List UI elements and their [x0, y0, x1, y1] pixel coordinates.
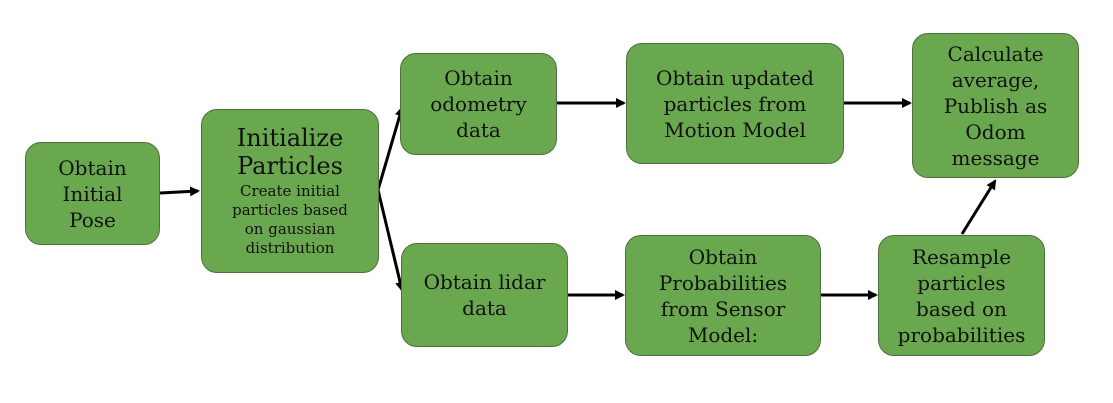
node-initialize-particles: Initialize Particles Create initial part… [201, 109, 379, 273]
node-resample-particles: Resample particles based on probabilitie… [878, 235, 1045, 356]
node-initialize-particles-title: Initialize Particles [236, 124, 344, 180]
node-calculate-average-label: Calculate average, Publish as Odom messa… [943, 41, 1048, 170]
node-obtain-odometry-data: Obtain odometry data [400, 53, 557, 155]
node-obtain-odometry-data-label: Obtain odometry data [430, 66, 527, 142]
node-obtain-updated-particles: Obtain updated particles from Motion Mod… [626, 43, 844, 164]
node-calculate-average: Calculate average, Publish as Odom messa… [912, 33, 1079, 178]
node-obtain-lidar-data: Obtain lidar data [401, 243, 568, 347]
node-obtain-updated-particles-label: Obtain updated particles from Motion Mod… [656, 65, 814, 142]
node-initialize-particles-subtitle: Create initial particles based on gaussi… [232, 182, 348, 257]
arrow-pose-to-initialize [159, 186, 200, 197]
node-resample-particles-label: Resample particles based on probabilitie… [897, 244, 1026, 347]
node-obtain-lidar-data-label: Obtain lidar data [423, 270, 546, 320]
node-obtain-probabilities-label: Obtain Probabilities from Sensor Model: [658, 244, 788, 347]
arrow-resample-to-calculate [960, 179, 997, 235]
node-obtain-initial-pose: Obtain Initial Pose [25, 142, 160, 245]
arrow-initialize-to-odometry [376, 106, 405, 191]
arrow-initialize-to-lidar [376, 189, 405, 292]
node-obtain-initial-pose-label: Obtain Initial Pose [58, 155, 127, 232]
node-obtain-probabilities: Obtain Probabilities from Sensor Model: [625, 235, 821, 356]
